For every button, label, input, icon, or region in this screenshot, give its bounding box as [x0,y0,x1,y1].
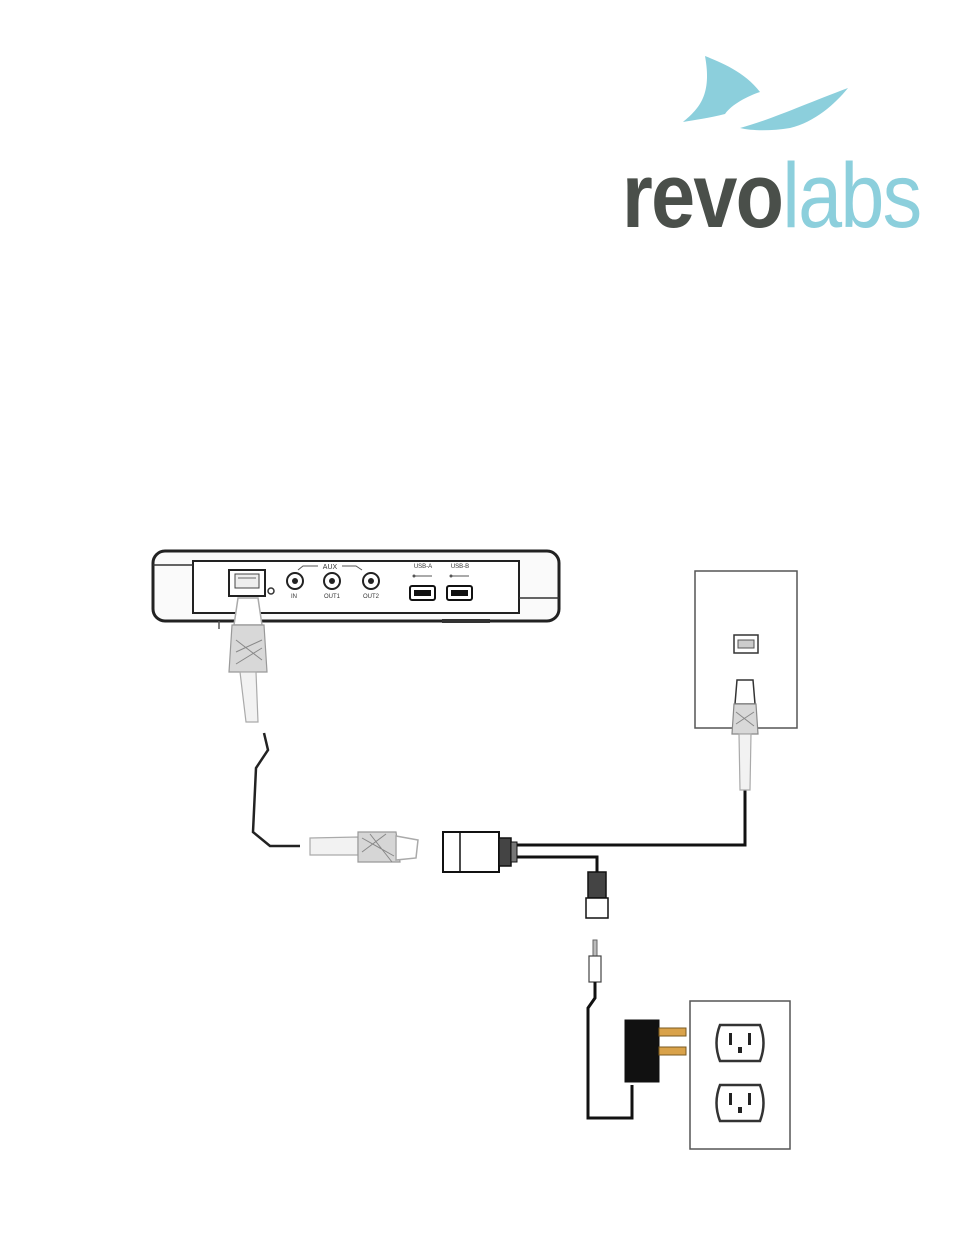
audio-jack-out1-icon [324,573,340,589]
usb-port-b-icon [447,586,472,600]
jack-in-label: IN [291,594,297,600]
power-adapter-icon [625,1020,686,1082]
outlet-socket-bottom [717,1085,764,1121]
wall-outlet-icon [690,1001,790,1149]
audio-jack-out2-icon [363,573,379,589]
injector-collar [499,838,511,866]
injector-body [443,832,499,872]
ethernet-port-wall-icon [734,635,758,653]
poe-injector [443,832,517,872]
usb-a-label: USB-A [414,564,432,570]
aux-label: AUX [323,564,338,571]
base-station-device: AUX IN OUT1 OUT2 USB-A USB-B [153,551,559,629]
poe-cable-wall [517,790,745,845]
wall-network-jack [695,571,797,790]
poe-dc-lead [517,857,597,872]
outlet-socket-top [717,1025,764,1061]
jack-out2-label: OUT2 [363,594,380,600]
dc-jack-female-icon [586,872,608,918]
usb-port-a-icon [410,586,435,600]
usb-b-label: USB-B [451,564,469,570]
rj45-plug-device-icon [229,598,267,722]
ethernet-cable-device [253,733,300,846]
jack-out1-label: OUT1 [324,594,341,600]
rj45-plug-injector-icon [310,832,418,862]
rj45-plug-wall-icon [732,680,758,790]
audio-jack-in-icon [287,573,303,589]
outlet-plate [690,1001,790,1149]
dc-plug-male-icon [589,940,601,982]
